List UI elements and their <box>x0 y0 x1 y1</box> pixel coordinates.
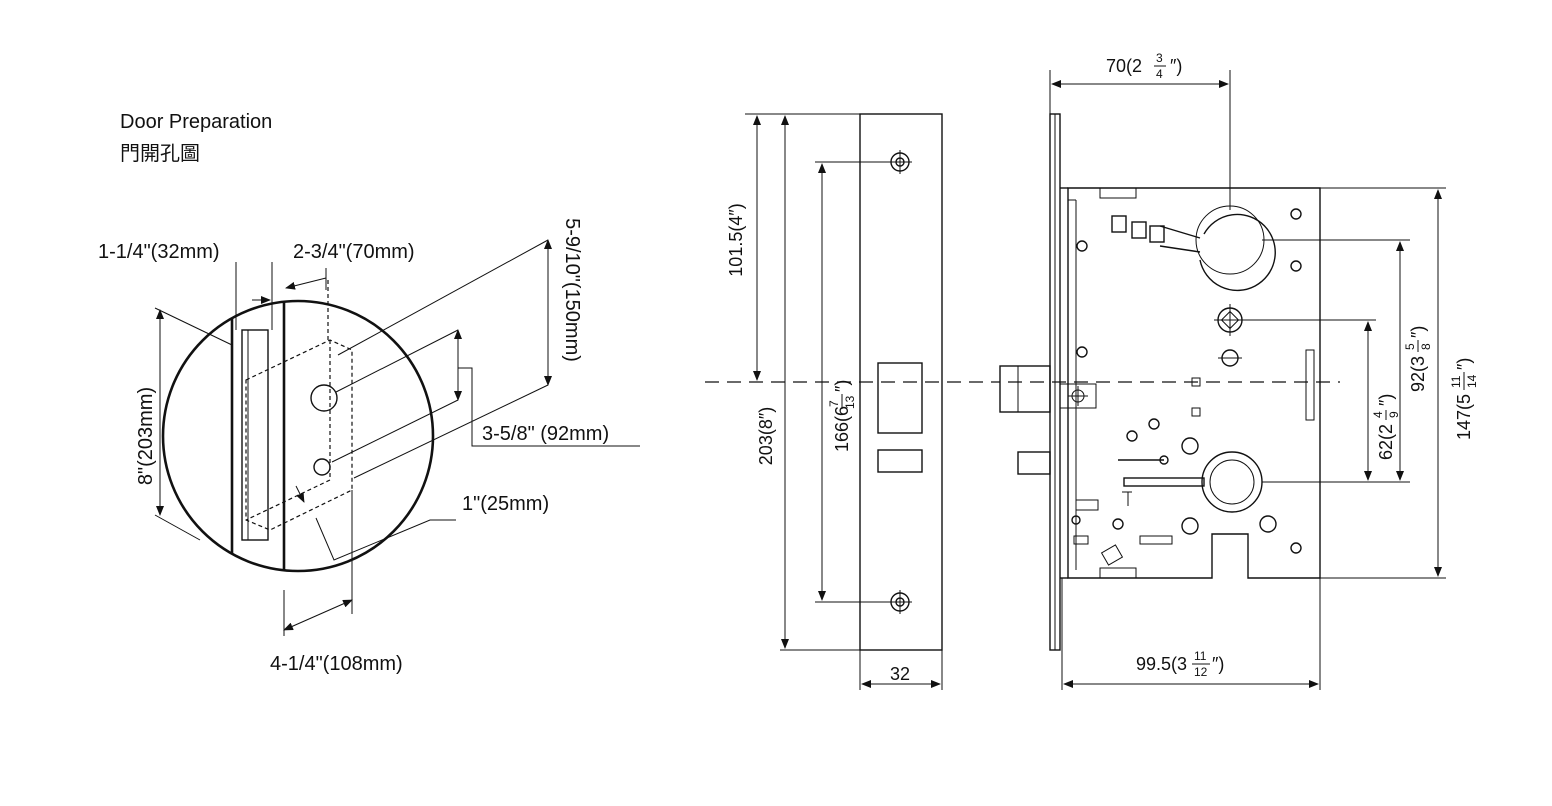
dim-166: 166(6 7 13 ″) <box>827 380 857 452</box>
dim-108: 4-1/4"(108mm) <box>270 653 403 675</box>
svg-text:70(2: 70(2 <box>1106 56 1142 76</box>
dim-101: 101.5(4″) <box>726 203 746 276</box>
dim-92-side: 92(3 5 8 ″) <box>1403 326 1433 392</box>
dim-25: 1"(25mm) <box>462 493 549 515</box>
door-prep-title: Door Preparation <box>120 111 272 133</box>
svg-text:11: 11 <box>1449 375 1463 388</box>
svg-text:99.5(3: 99.5(3 <box>1136 654 1187 674</box>
svg-text:″): ″) <box>1376 394 1396 406</box>
hub-upper <box>1199 213 1276 292</box>
svg-text:″): ″) <box>1408 326 1428 338</box>
dim-backset: 2-3/4"(70mm) <box>293 241 415 263</box>
dim-203: 203(8″) <box>756 407 776 465</box>
faceplate-front-view: 101.5(4″) 203(8″) 166(6 7 13 ″) 32 <box>705 113 1000 690</box>
svg-text:″): ″) <box>1454 358 1474 370</box>
dim-147: 147(5 11 14 ″) <box>1449 358 1479 440</box>
svg-text:4: 4 <box>1156 67 1163 81</box>
dim-62: 62(2 4 9 ″) <box>1371 394 1401 460</box>
svg-text:166(6: 166(6 <box>832 406 852 452</box>
lock-body-side-view: 70(2 3 4 ″) 99.5(3 11 12 ″) 92(3 5 8 ″) <box>999 51 1479 690</box>
svg-text:7: 7 <box>827 400 841 407</box>
svg-text:8: 8 <box>1419 343 1433 350</box>
deadbolt-opening <box>877 449 923 473</box>
faceplate-screw-bottom <box>888 590 912 614</box>
door-prep-title-zh: 門開孔圖 <box>120 142 200 165</box>
svg-text:9: 9 <box>1387 411 1401 418</box>
svg-text:62(2: 62(2 <box>1376 424 1396 460</box>
faceplate-screw-top <box>888 150 912 174</box>
svg-text:14: 14 <box>1465 374 1479 388</box>
mortise-pocket <box>245 339 353 531</box>
svg-text:12: 12 <box>1194 665 1208 679</box>
hub-lower <box>1201 451 1263 513</box>
dim-32: 32 <box>890 664 910 684</box>
door-preparation-view: Door Preparation 門開孔圖 1-1/4"(32mm) 2-3/4… <box>98 111 640 675</box>
dim-backset-plate: 1-1/4"(32mm) <box>98 241 220 263</box>
dim-92: 3-5/8" (92mm) <box>482 423 609 445</box>
svg-text:11: 11 <box>1194 649 1207 663</box>
svg-text:″): ″) <box>1170 56 1182 76</box>
cylinder-hole <box>310 384 338 412</box>
latch-bolt <box>999 365 1051 413</box>
auxiliary-bolt <box>1017 451 1051 475</box>
dim-99: 99.5(3 11 12 ″) <box>1136 649 1224 679</box>
svg-text:147(5: 147(5 <box>1454 394 1474 440</box>
dim-70: 70(2 3 4 ″) <box>1106 51 1182 81</box>
svg-text:5: 5 <box>1403 343 1417 350</box>
svg-text:4: 4 <box>1371 411 1385 418</box>
spindle-hole <box>313 458 331 476</box>
svg-text:″): ″) <box>1212 654 1224 674</box>
latch-opening <box>877 362 923 434</box>
svg-text:″): ″) <box>832 380 852 392</box>
dim-door-height: 8"(203mm) <box>135 387 157 485</box>
svg-text:92(3: 92(3 <box>1408 356 1428 392</box>
door-cutaway-circle <box>161 299 435 573</box>
svg-text:13: 13 <box>843 395 857 409</box>
dim-150: 5-9/10"(150mm) <box>561 218 583 362</box>
svg-text:3: 3 <box>1156 51 1163 65</box>
